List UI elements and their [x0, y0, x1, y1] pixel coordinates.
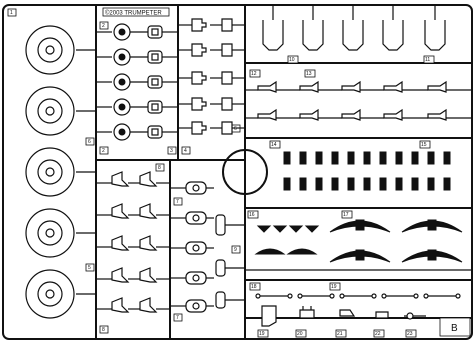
track-tooth-icon — [96, 73, 131, 91]
road-wheel-icon — [25, 147, 96, 197]
svg-text:13: 13 — [306, 71, 312, 77]
svg-text:2: 2 — [102, 23, 105, 29]
track-link-rows — [283, 151, 451, 191]
svg-text:18: 18 — [251, 284, 257, 290]
track-tooth-icon — [96, 48, 131, 66]
bracket-part — [130, 25, 163, 39]
bracket-part — [130, 125, 163, 139]
gripper-part — [178, 71, 245, 85]
svg-text:B: B — [451, 323, 458, 334]
svg-text:21: 21 — [337, 331, 343, 337]
road-wheel-icon — [25, 269, 96, 319]
svg-text:1: 1 — [10, 10, 13, 16]
plate-part — [261, 305, 277, 327]
svg-text:10: 10 — [289, 57, 295, 63]
mount-part — [215, 214, 245, 309]
leaf-spring-icon — [329, 219, 391, 233]
suspension-arm — [96, 297, 170, 313]
hook-row — [262, 5, 446, 51]
gripper-part — [178, 121, 245, 135]
hook-part — [262, 5, 284, 51]
svg-text:22: 22 — [375, 331, 381, 337]
road-wheels — [25, 25, 96, 319]
block-part — [375, 311, 389, 319]
bracket-part — [130, 50, 163, 64]
hook-part — [382, 5, 404, 51]
svg-text:3: 3 — [170, 148, 173, 154]
svg-text:6: 6 — [234, 126, 237, 132]
gripper-parts — [178, 18, 245, 135]
leaf-spring-icon — [329, 249, 391, 263]
svg-text:16: 16 — [249, 212, 255, 218]
svg-text:4: 4 — [184, 148, 187, 154]
road-wheel-icon — [25, 86, 96, 136]
svg-text:2: 2 — [102, 148, 105, 154]
svg-text:19: 19 — [331, 284, 337, 290]
shock-absorber — [170, 181, 214, 195]
svg-text:7: 7 — [176, 199, 179, 205]
svg-text:17: 17 — [343, 212, 349, 218]
copyright-label: ©2003 TRUMPETER — [102, 7, 170, 17]
bracket-part — [130, 100, 163, 114]
shock-absorbers — [170, 181, 245, 313]
svg-text:8: 8 — [102, 327, 105, 333]
road-wheel-icon — [25, 208, 96, 258]
leaf-springs — [245, 219, 472, 271]
suspension-arms — [96, 171, 170, 313]
gripper-part — [178, 18, 245, 32]
hook-part — [342, 5, 364, 51]
lever-part — [245, 108, 472, 121]
gripper-part — [178, 43, 245, 57]
svg-text:14: 14 — [271, 142, 277, 148]
svg-text:11: 11 — [425, 57, 430, 63]
suspension-arm — [96, 171, 170, 187]
track-link-row-top — [283, 151, 451, 165]
track-link-row-bottom — [283, 177, 451, 191]
svg-text:7: 7 — [176, 315, 179, 321]
leaf-spring-icon — [401, 219, 463, 233]
lever-part — [245, 80, 472, 93]
small-springs — [254, 225, 320, 255]
svg-text:15: 15 — [421, 142, 427, 148]
bottom-parts — [261, 305, 426, 327]
svg-text:23: 23 — [407, 331, 413, 337]
shock-absorber — [170, 271, 214, 285]
hook-part — [424, 5, 446, 51]
svg-text:12: 12 — [251, 71, 257, 77]
suspension-arm — [96, 203, 170, 219]
suspension-arm — [96, 235, 170, 251]
track-tooth-parts — [96, 23, 178, 141]
bracket-part — [130, 75, 163, 89]
road-wheel-icon — [25, 25, 96, 75]
svg-text:©2003 TRUMPETER: ©2003 TRUMPETER — [105, 10, 162, 17]
hook-part — [302, 5, 324, 51]
gripper-part — [178, 97, 245, 111]
wedge-part — [339, 309, 356, 317]
shock-absorber — [170, 299, 214, 313]
lever-row — [245, 80, 472, 121]
track-tooth-icon — [96, 123, 131, 141]
sprue-letter-badge: B — [439, 317, 471, 337]
rod-row — [255, 293, 461, 299]
shock-absorber — [170, 241, 214, 255]
bracket-small — [299, 306, 315, 319]
part-number-tags: 1 2 2 3 4 8 8 7 7 9 6 5 6 10 11 12 13 14… — [7, 8, 435, 338]
leaf-spring-icon — [401, 249, 463, 263]
svg-text:19: 19 — [259, 331, 265, 337]
svg-text:6: 6 — [88, 139, 91, 145]
svg-text:9: 9 — [234, 247, 237, 253]
track-tooth-icon — [96, 98, 131, 116]
svg-text:8: 8 — [158, 165, 161, 171]
suspension-arm — [96, 267, 170, 283]
svg-text:5: 5 — [88, 265, 91, 271]
svg-text:20: 20 — [297, 331, 303, 337]
shock-absorber — [170, 211, 214, 225]
